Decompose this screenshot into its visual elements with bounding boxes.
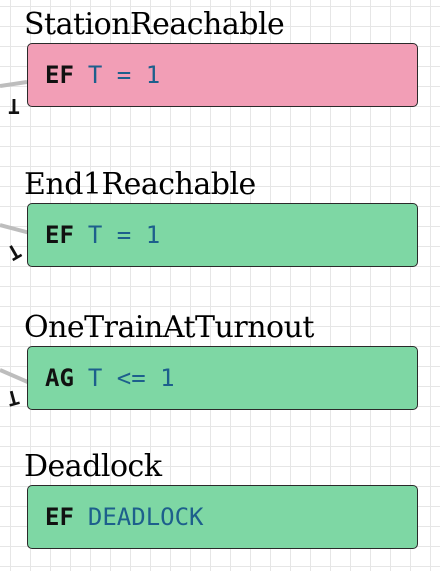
edge-label-station: T xyxy=(8,94,21,118)
query-formula-box[interactable]: EF T = 1 xyxy=(27,203,418,267)
query-expression: T = 1 xyxy=(87,61,161,89)
edge-line-station xyxy=(0,80,28,88)
edge-line-turnout xyxy=(0,368,31,385)
query-title: StationReachable xyxy=(24,7,285,42)
query-formula-box[interactable]: AG T <= 1 xyxy=(27,346,418,410)
query-keyword: EF xyxy=(45,61,74,89)
query-expression: T <= 1 xyxy=(87,364,175,392)
query-expression: T = 1 xyxy=(87,221,161,249)
query-title: OneTrainAtTurnout xyxy=(24,310,314,345)
query-formula-box[interactable]: EF DEADLOCK xyxy=(27,485,418,549)
query-expression: DEADLOCK xyxy=(87,503,204,531)
query-title: Deadlock xyxy=(24,449,162,484)
query-keyword: EF xyxy=(45,503,74,531)
query-title: End1Reachable xyxy=(24,167,256,202)
query-keyword: AG xyxy=(45,364,74,392)
query-keyword: EF xyxy=(45,221,74,249)
edge-line-end1 xyxy=(0,223,31,235)
query-formula-box[interactable]: EF T = 1 xyxy=(27,43,418,107)
